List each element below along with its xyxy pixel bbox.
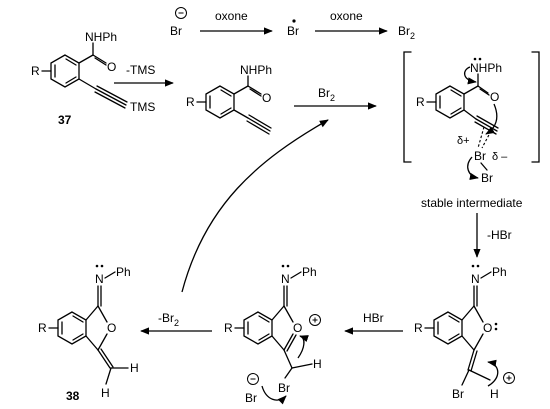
n-lone-pair-arrow [464,66,477,85]
hbr-addition-step: HBr [344,311,403,335]
hbr-elimination-step: -HBr [473,213,512,258]
carbonyl-oxygen-label: O [490,90,499,104]
imine-n-label: N [95,272,104,286]
br2-addition-label: Br2 [318,86,335,103]
ring-oxygen-label: O [293,321,302,335]
vinyl-h-label: H [490,387,499,401]
r-group-label: R [414,321,423,335]
r-group-label: R [186,95,195,109]
tms-group-label: TMS [130,100,155,114]
delta-plus-label: δ+ [457,135,470,147]
exo-h-lower-label: H [101,386,110,400]
oxonium-charge-icon [309,314,321,326]
br2-loss-label: -Br2 [158,311,179,328]
r-group-label: R [31,64,40,78]
compound-38: R O N Ph H H 38 [38,264,139,403]
r-group-label: R [224,321,233,335]
ring-closure-arrow [297,335,309,359]
h-label: H [313,357,322,371]
pi-complex-dashed-bond [477,126,485,149]
compound-38-label: 38 [66,389,80,403]
ring-oxygen-label: O [107,321,116,335]
carbonyl-oxygen-label: O [107,60,116,74]
bromide-attack-arrow [261,385,287,405]
compound-37: R O NHPh TMS 37 [31,30,155,127]
complex-br-upper-label: Br [474,149,486,163]
bromide-oxidation-sequence: Br oxone Br oxone Br2 [170,7,415,41]
tms-removal-label: -TMS [126,63,155,77]
right-bracket [531,51,540,163]
carbonyl-attack-arrow [485,103,498,135]
ring-oxygen-label: O [483,321,492,335]
bromine-product-label: Br2 [398,24,415,41]
bromine-recycle-arrow [181,119,329,293]
imine-n-label: N [471,272,480,286]
imine-n-label: N [281,272,290,286]
amide-nhph-label: NHPh [470,61,502,75]
r-group-label: R [38,321,47,335]
amide-nhph-label: NHPh [85,30,117,44]
terminal-alkyne: R O NHPh [186,63,272,135]
exo-h-right-label: H [130,361,139,375]
amide-nhph-label: NHPh [240,63,272,77]
oxone-label-2: oxone [330,9,363,23]
bromide-charge-icon [247,373,259,385]
tms-removal-step: -TMS [114,63,174,87]
hbr-addition-label: HBr [363,311,384,325]
bromide-ion-label: Br [245,391,257,405]
oxone-label-1: oxone [215,9,248,23]
bromine-radical-label: Br [287,24,299,38]
hbr-elimination-label: -HBr [487,228,512,242]
ch-br-label: Br [278,381,290,395]
negative-charge-icon [175,7,187,19]
bromide-label: Br [170,24,182,38]
positive-charge-icon [503,372,515,384]
bromine-complex: R O NHPh δ+ Br δ – Br stable intermediat… [403,51,540,210]
radical-dot-icon [292,19,296,23]
r-group-label: R [416,95,425,109]
proton-loss-arrow [487,359,499,387]
stable-intermediate-label: stable intermediate [421,196,523,210]
imino-isobenzofuran: R O N Ph Br H [414,264,515,401]
complex-br-lower-label: Br [481,171,493,185]
delta-minus-label: δ – [492,151,508,163]
br2-addition-step: Br2 [294,86,377,110]
phenyl-label: Ph [492,265,507,279]
compound-37-label: 37 [58,113,72,127]
vinyl-br-label: Br [452,387,464,401]
phenyl-label: Ph [116,265,131,279]
left-bracket [403,51,412,163]
oxocarbenium-intermediate: R O N Ph H Br Br [224,264,322,405]
phenyl-label: Ph [302,265,317,279]
br2-loss-step: -Br2 [140,311,212,335]
br-br-cleavage-arrow [467,156,479,180]
carbonyl-oxygen-label: O [262,91,271,105]
